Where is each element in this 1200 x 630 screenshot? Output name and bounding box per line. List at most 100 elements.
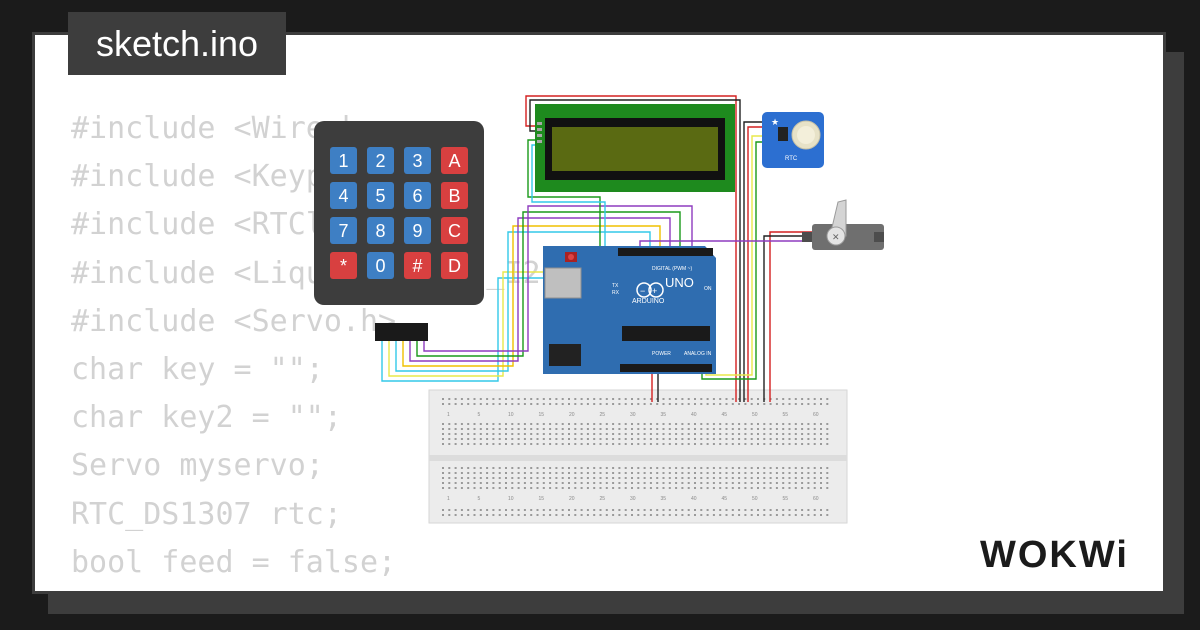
breadboard-hole: [687, 423, 690, 425]
breadboard-hole: [813, 477, 816, 479]
breadboard-hole: [712, 509, 715, 511]
breadboard-hole: [448, 472, 451, 474]
breadboard-hole: [725, 398, 728, 400]
breadboard-hole: [517, 433, 520, 435]
breadboard-hole: [599, 398, 602, 400]
breadboard-hole: [744, 443, 747, 445]
breadboard-hole: [542, 514, 545, 516]
breadboard-hole: [649, 423, 652, 425]
keypad-key[interactable]: 2: [375, 151, 385, 171]
breadboard-hole: [530, 514, 533, 516]
breadboard-hole: [794, 428, 797, 430]
breadboard-hole: [523, 398, 526, 400]
breadboard-hole: [612, 443, 615, 445]
keypad-key[interactable]: 3: [412, 151, 422, 171]
keypad-key-bg: [441, 252, 468, 279]
breadboard-hole: [460, 509, 463, 511]
breadboard-hole: [643, 477, 646, 479]
breadboard-hole: [744, 423, 747, 425]
keypad-key[interactable]: 6: [412, 186, 422, 206]
keypad-key[interactable]: 4: [338, 186, 348, 206]
breadboard-hole: [757, 482, 759, 484]
breadboard-hole: [505, 398, 507, 400]
breadboard-hole: [820, 398, 822, 400]
breadboard-hole: [649, 472, 652, 474]
breadboard-hole: [750, 428, 753, 430]
breadboard-hole: [605, 514, 608, 516]
keypad-key[interactable]: #: [412, 256, 422, 276]
breadboard-hole: [460, 433, 463, 435]
atmega-chip: [622, 326, 710, 341]
breadboard-hole: [454, 438, 457, 440]
breadboard-hole: [801, 514, 804, 516]
breadboard-hole: [523, 403, 526, 405]
breadboard-hole: [675, 467, 678, 469]
breadboard-hole: [517, 482, 520, 484]
breadboard-hole: [580, 438, 583, 440]
breadboard-hole: [725, 514, 728, 516]
breadboard-hole: [568, 487, 570, 489]
breadboard-hole: [807, 443, 810, 445]
breadboard-hole: [523, 423, 526, 425]
keypad-key[interactable]: 7: [338, 221, 348, 241]
breadboard-hole: [794, 472, 797, 474]
breadboard-hole: [586, 433, 589, 435]
breadboard-hole: [580, 403, 583, 405]
breadboard-hole: [536, 403, 539, 405]
breadboard-hole: [530, 443, 533, 445]
breadboard-hole: [580, 467, 583, 469]
keypad-key[interactable]: 9: [412, 221, 422, 241]
breadboard-hole: [612, 482, 615, 484]
breadboard-hole: [586, 509, 589, 511]
breadboard-hole: [782, 487, 785, 489]
breadboard-hole: [681, 514, 684, 516]
breadboard-hole: [442, 428, 444, 430]
code-line-10: bool feed = false;: [71, 544, 397, 580]
breadboard-hole: [593, 438, 596, 440]
breadboard-hole: [555, 467, 558, 469]
breadboard-hole: [725, 477, 728, 479]
breadboard-hole: [498, 423, 501, 425]
breadboard-hole: [757, 514, 759, 516]
keypad-key[interactable]: 1: [338, 151, 348, 171]
keypad-key[interactable]: A: [448, 151, 460, 171]
breadboard-hole: [479, 398, 482, 400]
keypad-key[interactable]: D: [448, 256, 461, 276]
analog-header: [620, 364, 712, 372]
breadboard-hole: [454, 477, 457, 479]
keypad-key[interactable]: 8: [375, 221, 385, 241]
breadboard-hole: [542, 428, 545, 430]
keypad-key[interactable]: B: [448, 186, 460, 206]
breadboard-hole: [801, 433, 804, 435]
breadboard-hole: [593, 443, 596, 445]
breadboard-hole: [605, 467, 608, 469]
breadboard-hole: [801, 487, 804, 489]
breadboard-hole: [505, 443, 507, 445]
breadboard-hole: [668, 509, 671, 511]
breadboard-hole: [568, 438, 570, 440]
breadboard-hole: [656, 477, 659, 479]
breadboard-hole: [530, 472, 533, 474]
keypad-key[interactable]: C: [448, 221, 461, 241]
breadboard-hole: [807, 509, 810, 511]
breadboard-column-number: 50: [752, 496, 758, 502]
code-line-8: Servo myservo;: [71, 448, 324, 484]
breadboard-hole: [517, 467, 520, 469]
breadboard-hole: [530, 467, 533, 469]
breadboard-hole: [637, 428, 640, 430]
lcd-display: [535, 104, 735, 192]
breadboard-hole: [675, 438, 678, 440]
keypad-key[interactable]: *: [340, 256, 347, 276]
breadboard-hole: [593, 403, 596, 405]
breadboard-hole: [618, 403, 621, 405]
breadboard-hole: [706, 477, 709, 479]
keypad-key[interactable]: 0: [375, 256, 385, 276]
breadboard-hole: [467, 428, 470, 430]
breadboard-hole: [637, 472, 640, 474]
keypad-key[interactable]: 5: [375, 186, 385, 206]
breadboard-hole: [536, 428, 539, 430]
breadboard-hole: [612, 398, 615, 400]
breadboard-hole: [719, 514, 722, 516]
breadboard-hole: [631, 514, 633, 516]
